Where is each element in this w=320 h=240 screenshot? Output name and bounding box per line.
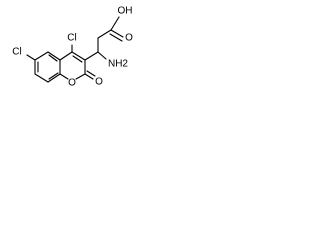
bond-cooh-double-o-a	[110, 29, 124, 38]
carbonyl-group	[84, 70, 96, 80]
bond-c3-side-chain	[84, 51, 99, 61]
label-carbonyl-o: O	[95, 77, 103, 88]
pyranone-ring	[59, 51, 86, 80]
bond-c4a-c4	[59, 51, 73, 61]
label-cl-4: Cl	[67, 33, 76, 44]
bond-c2-carbonyl-b	[86, 70, 96, 77]
bond-ch2-cooh	[97, 29, 112, 39]
benzene-ring	[34, 51, 61, 83]
bond-cooh-double-o-b	[109, 33, 123, 42]
label-nh2: NH2	[108, 59, 128, 70]
bond-c2-o1	[75, 73, 86, 80]
chemical-structure-diagram: OH O NH2 Cl Cl O O	[0, 0, 155, 102]
label-acid-o: O	[125, 33, 133, 44]
bond-c7-c8	[34, 73, 49, 83]
double-bond-c8-c8a	[48, 72, 59, 80]
bond-c8-c8a	[47, 73, 61, 83]
label-oh: OH	[118, 6, 133, 17]
bond-o1-c8a	[59, 73, 69, 80]
bond-c5-c6	[34, 51, 49, 61]
double-bond-c4a-c5	[48, 54, 58, 62]
bond-c4-c3	[71, 51, 86, 61]
molecule-svg: OH O NH2 Cl Cl O O	[12, 6, 133, 89]
label-ring-o: O	[68, 78, 76, 89]
bond-side-chain-nh2	[97, 51, 107, 60]
double-bond-c4-c3	[72, 55, 83, 63]
bond-c4a-c5	[47, 51, 61, 61]
bond-c2-carbonyl-a	[84, 73, 94, 80]
bond-cooh-oh	[110, 16, 120, 31]
label-cl-6: Cl	[12, 47, 21, 58]
bond-c6-cl	[26, 54, 36, 61]
